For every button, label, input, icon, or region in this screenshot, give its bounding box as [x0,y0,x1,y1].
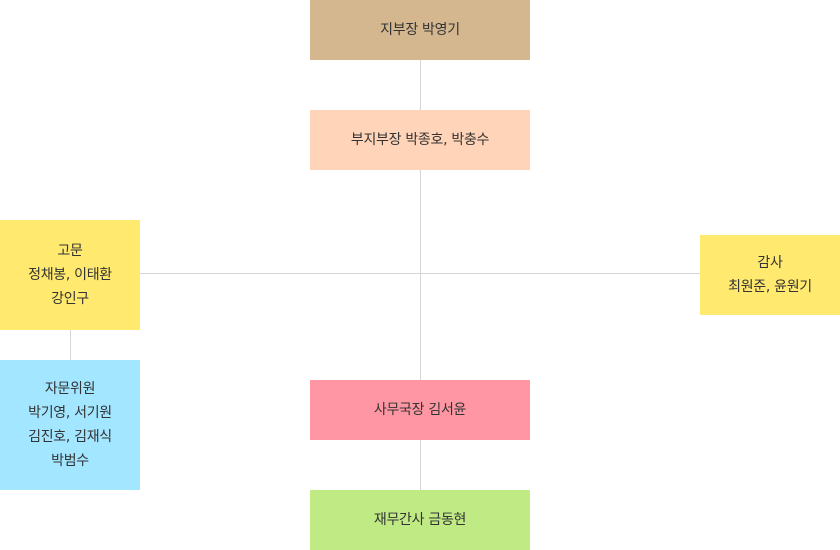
advisors-names-1: 정채봉, 이태환 [28,267,112,283]
advisors-title: 고문 [57,243,83,259]
advisory-members-names-2: 김진호, 김재식 [28,429,112,445]
deputy-heads-line-1: 부지부장 박종호, 박충수 [350,132,490,148]
connector-horizontal [140,273,700,274]
secretary-general-box: 사무국장 김서윤 [310,380,530,440]
auditors-names: 최원준, 윤원기 [728,279,812,295]
treasurer-line-1: 재무간사 금동현 [373,512,467,528]
auditors-box: 감사 최원준, 윤원기 [700,235,840,315]
advisory-members-title: 자문위원 [44,381,96,397]
connector-advisors-to-advisory-members [70,330,71,360]
auditors-title: 감사 [757,255,783,271]
advisors-box: 고문 정채봉, 이태환 강인구 [0,220,140,330]
branch-head-box: 지부장 박영기 [310,0,530,60]
advisory-members-names-3: 박범수 [51,453,89,469]
secretary-general-line-1: 사무국장 김서윤 [373,402,467,418]
branch-head-line-1: 지부장 박영기 [380,22,460,38]
connector-vertical-main [420,60,421,490]
advisory-members-names-1: 박기영, 서기원 [28,405,112,421]
treasurer-box: 재무간사 금동현 [310,490,530,550]
advisory-members-box: 자문위원 박기영, 서기원 김진호, 김재식 박범수 [0,360,140,490]
advisors-names-2: 강인구 [51,291,89,307]
deputy-heads-box: 부지부장 박종호, 박충수 [310,110,530,170]
